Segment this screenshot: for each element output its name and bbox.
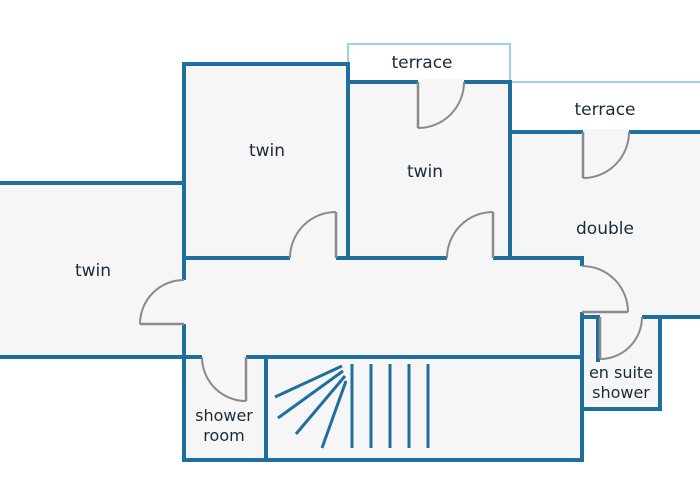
staircase [274,364,430,449]
label-terrace-right: terrace [574,100,635,120]
label-double: double [576,219,634,239]
door-en-suite[interactable] [598,316,643,360]
hallway [182,256,584,359]
door-double[interactable] [581,265,629,314]
label-en-suite-line2: shower [592,383,650,402]
label-twin-left: twin [75,261,111,281]
label-terrace-top: terrace [391,53,452,73]
label-shower-room-line1: shower [195,406,253,425]
door-shower-room[interactable] [201,356,248,402]
door-terrace-top[interactable] [416,81,465,129]
door-twin-left[interactable] [139,279,185,326]
door-terrace-right[interactable] [581,131,630,179]
label-twin-middle: twin [407,162,443,182]
door-twin-upper[interactable] [289,211,338,259]
door-twin-middle[interactable] [446,211,495,259]
room-twin-upper [182,62,350,261]
room-en-suite [580,315,662,411]
stairwell [264,355,584,462]
label-shower-room-line2: room [203,426,244,445]
label-twin-upper: twin [249,141,285,161]
label-en-suite-line1: en suite [589,363,653,382]
